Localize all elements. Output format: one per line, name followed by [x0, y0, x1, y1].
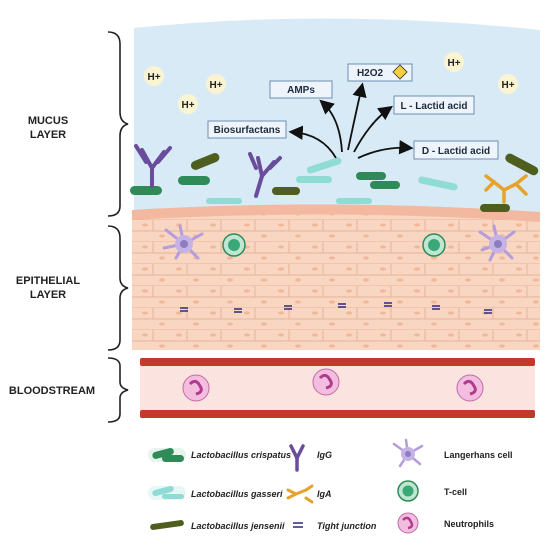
- lactobacillus-crispatus: [130, 186, 162, 195]
- neutrophil: [182, 374, 210, 402]
- tight-junctions: [180, 302, 492, 314]
- neutrophil: [456, 374, 484, 402]
- mucus-layer: [134, 18, 540, 215]
- svg-text:H+: H+: [181, 100, 194, 111]
- lactobacillus-jensenii: [272, 187, 300, 195]
- legend-jensenii-icon: [150, 520, 184, 530]
- bloodstream-brace: [107, 357, 129, 423]
- hazard-icon: [392, 64, 408, 80]
- legend-langerhans-label: Langerhans cell: [444, 450, 513, 460]
- t-cell: [422, 233, 446, 257]
- lactobacillus-jensenii: [480, 204, 510, 212]
- epithelial-layer-label-line1: EPITHELIAL: [16, 275, 80, 287]
- legend-iga-icon: [286, 484, 314, 504]
- legend-neutrophil-icon: [397, 512, 419, 534]
- svg-text:AMPs: AMPs: [287, 85, 315, 96]
- legend: Lactobacillus crispatus Lactobacillus ga…: [148, 438, 513, 534]
- legend-igg-icon: [289, 444, 305, 472]
- lactobacillus-crispatus: [356, 172, 386, 180]
- l-lactic-acid-box: L - Lactid acid: [393, 95, 475, 115]
- legend-iga-label: IgA: [317, 489, 332, 499]
- bacteria-cluster: [130, 153, 539, 212]
- neutrophil: [312, 368, 340, 396]
- bloodstream-label: BLOODSTREAM: [9, 385, 95, 397]
- hydrogen-ion: H+: [206, 74, 226, 94]
- svg-text:H+: H+: [209, 80, 222, 91]
- biosurfactans-box: Biosurfactans: [207, 120, 287, 139]
- svg-text:D - Lactid acid: D - Lactid acid: [422, 146, 490, 157]
- svg-text:H+: H+: [501, 80, 514, 91]
- epithelial-layer-label-line2: LAYER: [30, 289, 66, 301]
- lactobacillus-crispatus: [370, 181, 400, 189]
- legend-tcell-icon: [397, 480, 419, 502]
- lactobacillus-gasseri: [206, 198, 242, 204]
- blood-vessel-wall-top: [140, 358, 535, 366]
- epithelial-top-surface: [132, 204, 540, 222]
- legend-neutrophils-label: Neutrophils: [444, 519, 494, 529]
- legend-gasseri-icon: [148, 485, 186, 500]
- legend-tight-junction-label: Tight junction: [317, 521, 377, 531]
- epithelial-brace: [107, 225, 129, 351]
- lactobacillus-gasseri: [336, 198, 372, 204]
- hydrogen-ion: H+: [498, 74, 518, 94]
- iga-antibody: [484, 174, 528, 204]
- hydrogen-ion: H+: [178, 94, 198, 114]
- hydrogen-ion: H+: [144, 66, 164, 86]
- legend-igg-label: IgG: [317, 450, 332, 460]
- h2o2-box: H2O2: [347, 63, 413, 82]
- legend-gasseri-label: Lactobacillus gasseri: [191, 489, 283, 499]
- svg-text:H+: H+: [447, 58, 460, 69]
- langerhans-cell: [162, 224, 204, 260]
- svg-text:H+: H+: [147, 72, 160, 83]
- d-lactic-acid-box: D - Lactid acid: [413, 140, 499, 160]
- lactobacillus-crispatus: [178, 176, 210, 185]
- legend-tcell-label: T-cell: [444, 487, 467, 497]
- legend-jensenii-label: Lactobacillus jensenii: [191, 521, 285, 531]
- legend-langerhans-icon: [392, 438, 424, 468]
- igg-antibody: [248, 152, 282, 198]
- secretion-arrows: [288, 82, 414, 159]
- lactobacillus-jensenii: [505, 153, 539, 176]
- lactobacillus-gasseri: [306, 157, 342, 174]
- legend-tight-junction-icon: [293, 522, 303, 528]
- epithelial-layer: [132, 204, 540, 350]
- legend-crispatus-label: Lactobacillus crispatus: [191, 450, 291, 460]
- igg-antibody: [134, 144, 172, 188]
- mucus-layer-label-line1: MUCUS: [28, 115, 68, 127]
- mucus-layer-label-line2: LAYER: [30, 129, 66, 141]
- legend-crispatus-icon: [148, 448, 186, 462]
- lactobacillus-gasseri: [296, 176, 332, 183]
- t-cell: [222, 233, 246, 257]
- hydrogen-ion: H+: [444, 52, 464, 72]
- amps-box: AMPs: [269, 80, 333, 99]
- lactobacillus-gasseri: [418, 176, 458, 191]
- langerhans-cell: [478, 224, 516, 262]
- lactobacillus-jensenii: [190, 153, 220, 170]
- svg-text:H2O2: H2O2: [357, 68, 384, 79]
- svg-text:Biosurfactans: Biosurfactans: [214, 125, 281, 136]
- blood-vessel-wall-bottom: [140, 410, 535, 418]
- mucus-brace: [107, 31, 129, 217]
- svg-text:L - Lactid acid: L - Lactid acid: [400, 101, 467, 112]
